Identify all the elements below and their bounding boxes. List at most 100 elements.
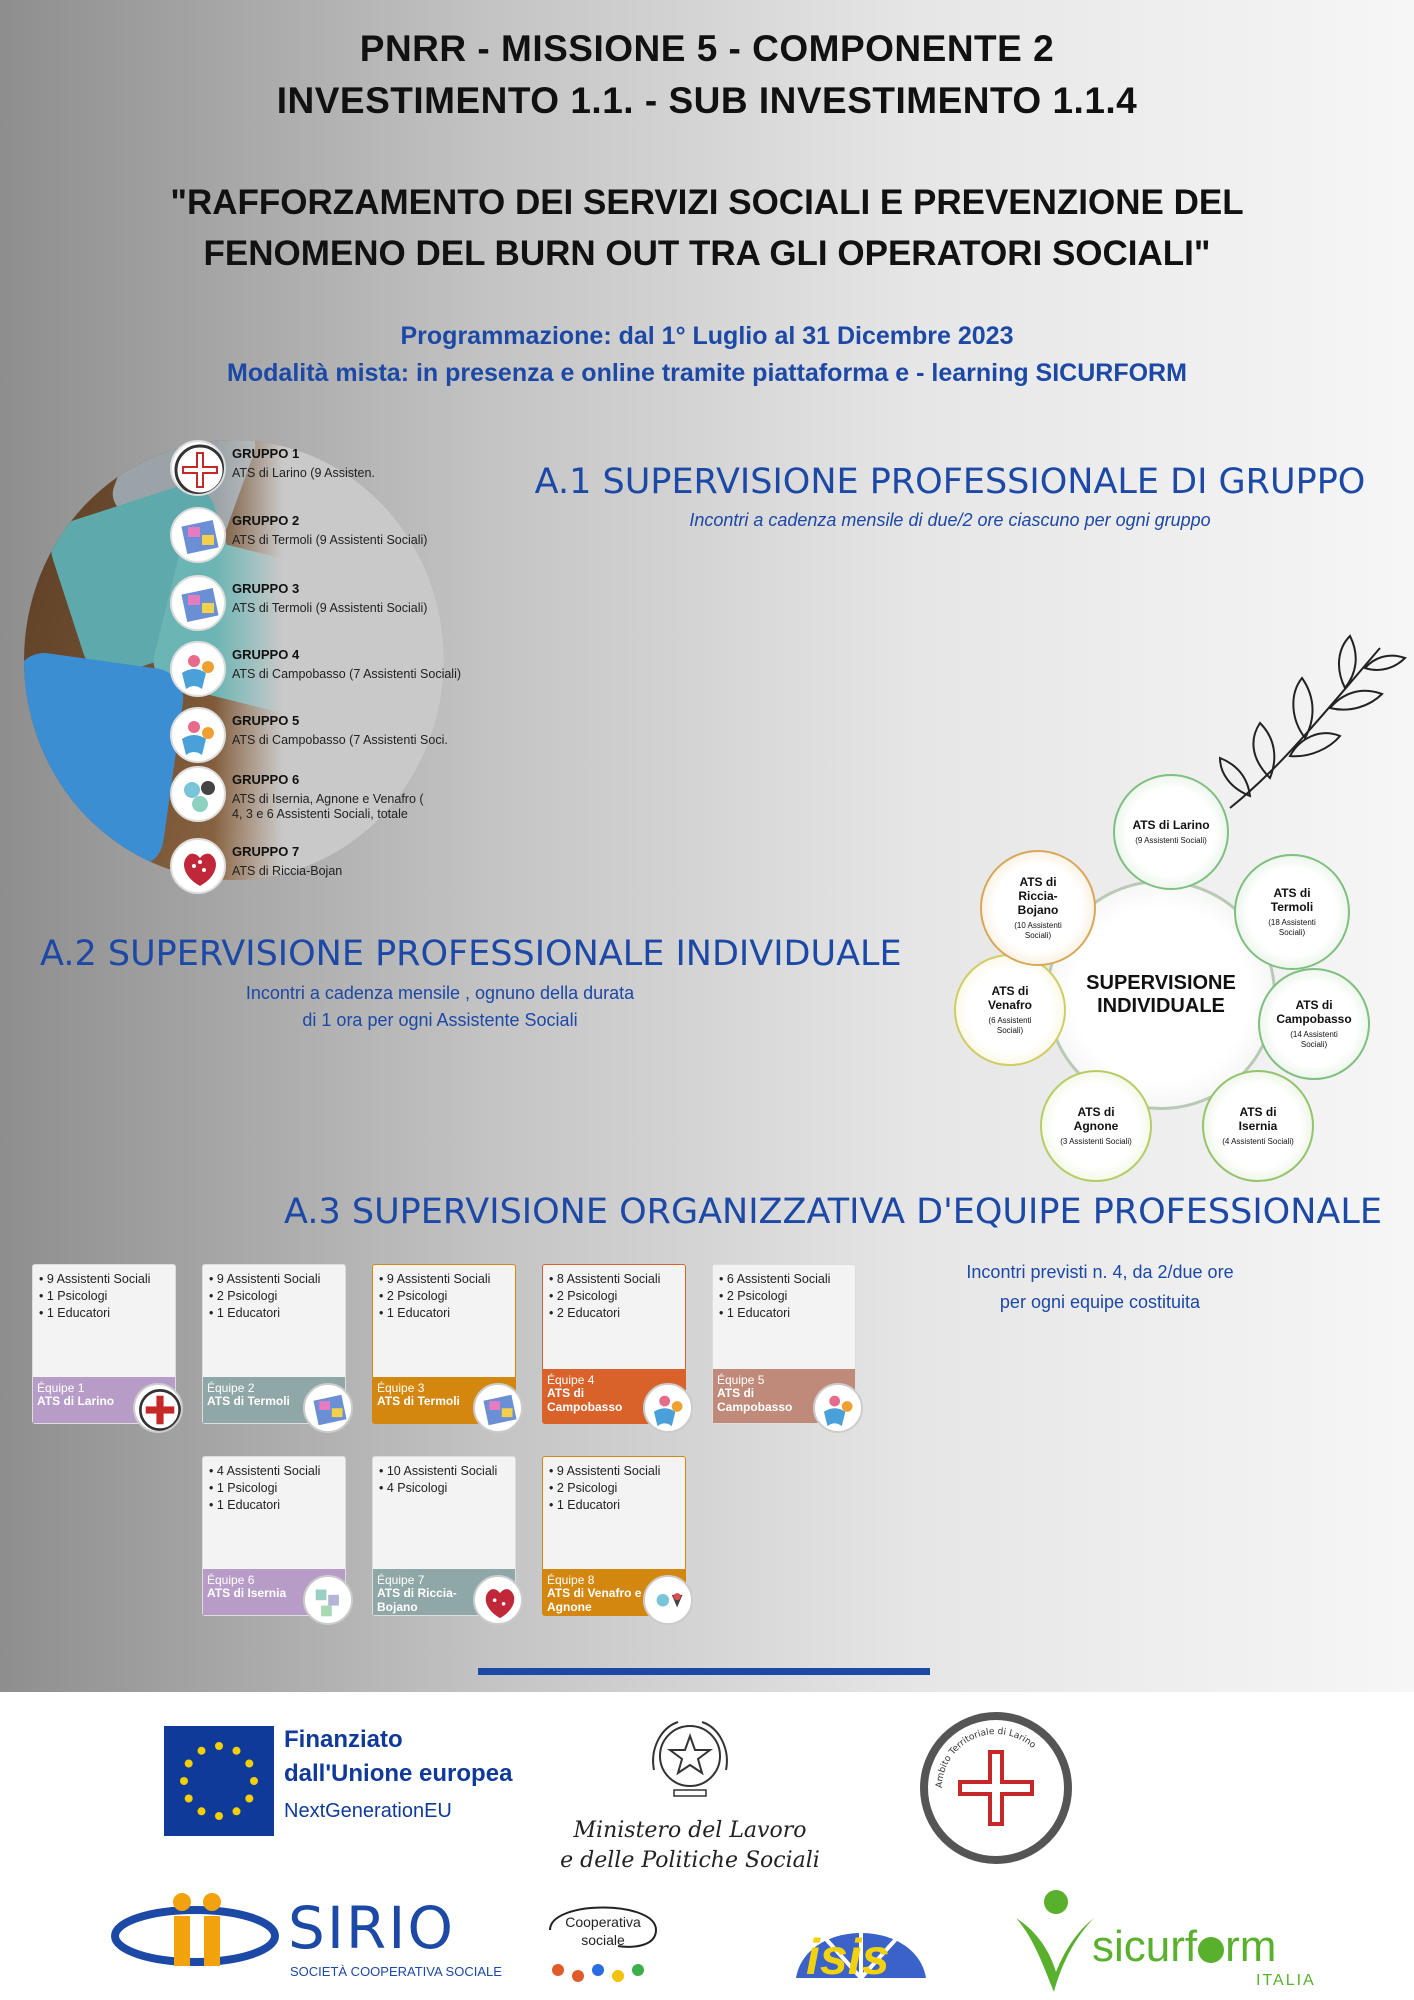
group-sub: ATS di Termoli (9 Assistenti Sociali): [232, 533, 428, 547]
cooperativa-text-2: sociale: [581, 1932, 625, 1948]
equipe-card-4: • 8 Assistenti Sociali• 2 Psicologi• 2 E…: [542, 1264, 693, 1433]
node-venafro: ATS di Venafro (6 Assistenti Sociali): [954, 954, 1066, 1066]
equipe-item: • 9 Assistenti Sociali: [549, 1464, 661, 1478]
node-name: ATS di Isernia: [1238, 1105, 1278, 1133]
equipe-list: • 6 Assistenti Sociali• 2 Psicologi• 1 E…: [719, 1271, 830, 1322]
puzzle-photo: [24, 440, 444, 880]
ats-ring-text: Ambito Territoriale di Larino: [935, 1727, 1038, 1788]
group-title: GRUPPO 3: [232, 581, 300, 596]
group-item-1: GRUPPO 1 ATS di Larino (9 Assisten.: [170, 440, 500, 502]
equipe-list: • 4 Assistenti Sociali• 1 Psicologi• 1 E…: [209, 1463, 320, 1514]
equipe-card-5: • 6 Assistenti Sociali• 2 Psicologi• 1 E…: [712, 1264, 863, 1433]
equipe-ats: ATS di Riccia-Bojano: [377, 1586, 457, 1614]
group-sub-line-1: ATS di Isernia, Agnone e Venafro (: [232, 792, 424, 806]
equipe-ats: ATS di Termoli: [207, 1394, 290, 1408]
equipe-ats: ATS di Termoli: [377, 1394, 460, 1408]
cooperativa-sociale-logo-icon: [538, 1890, 668, 1990]
equipe-item: • 2 Psicologi: [209, 1289, 278, 1303]
node-name: ATS di Riccia-Bojano: [1017, 875, 1059, 917]
isis-logo-icon: [786, 1888, 936, 1988]
node-riccia-bojano: ATS di Riccia-Bojano (10 Assistenti Soci…: [980, 850, 1096, 966]
svg-text:Ambito Territoriale di Larino: Ambito Territoriale di Larino: [935, 1727, 1038, 1788]
ats-larino-logo-icon: [133, 1383, 183, 1433]
group-title: GRUPPO 5: [232, 713, 300, 728]
group-title: GRUPPO 2: [232, 513, 300, 528]
ats-termoli-logo-icon: [170, 575, 226, 631]
equipe-label: Équipe 7: [377, 1573, 425, 1587]
equipe-item: • 2 Psicologi: [719, 1289, 788, 1303]
equipe-item: • 1 Educatori: [379, 1306, 451, 1320]
a2-subtitle-1: Incontri a cadenza mensile , ognuno dell…: [245, 983, 635, 1003]
sirio-logo-icon: [110, 1886, 280, 1980]
ats-larino-big-logo-icon: Ambito Territoriale di Larino: [920, 1712, 1072, 1864]
sicurform-text-a: sicurf: [1092, 1922, 1198, 1971]
ats-riccia-logo-icon: [170, 838, 226, 894]
equipe-list: • 9 Assistenti Sociali• 2 Psicologi• 1 E…: [379, 1271, 490, 1322]
ats-campobasso-logo-icon: [170, 707, 226, 763]
equipe-card-3: • 9 Assistenti Sociali• 2 Psicologi• 1 E…: [372, 1264, 523, 1433]
equipe-ats: ATS di Campobasso: [717, 1386, 793, 1414]
a1-subtitle: Incontri a cadenza mensile di due/2 ore …: [689, 510, 1211, 530]
eu-flag-icon: [164, 1726, 274, 1836]
node-sub: (10 Assistenti Sociali): [1014, 921, 1062, 940]
ats-campobasso-logo-icon: [813, 1383, 863, 1433]
group-sub: ATS di Campobasso (7 Assistenti Soci.: [232, 733, 448, 747]
equipe-item: • 2 Psicologi: [549, 1289, 618, 1303]
equipe-item: • 1 Educatori: [39, 1306, 111, 1320]
node-larino: ATS di Larino (9 Assistenti Sociali): [1113, 774, 1229, 890]
node-sub: (3 Assistenti Sociali): [1060, 1137, 1132, 1146]
equipe-list: • 9 Assistenti Sociali• 2 Psicologi• 1 E…: [209, 1271, 320, 1322]
cooperativa-text-1: Cooperativa: [565, 1914, 641, 1930]
group-sub: ATS di Campobasso (7 Assistenti Sociali): [232, 667, 462, 681]
group-item-6: GRUPPO 6 ATS di Isernia, Agnone e Venafr…: [170, 766, 500, 828]
ats-termoli-logo-icon: [170, 507, 226, 563]
ats-riccia-logo-icon: [473, 1575, 523, 1625]
group-sub: ATS di Larino (9 Assisten.: [232, 466, 375, 480]
node-name: ATS di Campobasso: [1276, 998, 1352, 1026]
equipe-label: Équipe 5: [717, 1373, 765, 1387]
node-name: ATS di Termoli: [1270, 886, 1314, 914]
equipe-card-7: • 10 Assistenti Sociali• 4 Psicologi Équ…: [372, 1456, 523, 1625]
programmazione-text: Programmazione: dal 1° Luglio al 31 Dice…: [400, 322, 1014, 350]
equipe-item: • 1 Educatori: [719, 1306, 791, 1320]
center-label-1: SUPERVISIONE: [1086, 972, 1236, 994]
equipe-item: • 1 Educatori: [549, 1498, 621, 1512]
divider: [478, 1668, 930, 1675]
sicurform-logo-icon: [1010, 1888, 1100, 1996]
header-line-2: INVESTIMENTO 1.1. - SUB INVESTIMENTO 1.1…: [276, 80, 1138, 121]
equipe-item: • 9 Assistenti Sociali: [209, 1272, 321, 1286]
node-name: ATS di Larino: [1132, 818, 1210, 832]
node-name: ATS di Venafro: [987, 984, 1032, 1012]
equipe-item: • 4 Psicologi: [379, 1481, 448, 1495]
equipe-item: • 2 Psicologi: [549, 1481, 618, 1495]
group-sub: ATS di Riccia-Bojan: [232, 864, 343, 878]
sirio-text: SIRIO: [288, 1894, 455, 1962]
equipe-list: • 10 Assistenti Sociali• 4 Psicologi: [379, 1463, 497, 1497]
supervisione-network-diagram: SUPERVISIONE INDIVIDUALE ATS di Larino (…: [950, 770, 1370, 1182]
equipe-card-6: • 4 Assistenti Sociali• 1 Psicologi• 1 E…: [202, 1456, 353, 1625]
a2-subtitle-2: di 1 ora per ogni Assistente Sociali: [302, 1010, 578, 1030]
group-title: GRUPPO 1: [232, 446, 300, 461]
equipe-label: Équipe 6: [207, 1573, 255, 1587]
ats-campobasso-logo-icon: [643, 1383, 693, 1433]
group-item-5: GRUPPO 5 ATS di Campobasso (7 Assistenti…: [170, 707, 500, 769]
ats-termoli-logo-icon: [303, 1383, 353, 1433]
eu-line-2: dall'Unione europea: [284, 1760, 513, 1787]
node-sub: (9 Assistenti Sociali): [1135, 836, 1207, 845]
isis-text: isis: [806, 1929, 890, 1985]
a3-subtitle-1: Incontri previsti n. 4, da 2/due ore: [966, 1262, 1234, 1282]
eu-line-3: NextGenerationEU: [284, 1800, 452, 1822]
equipe-label: Équipe 1: [37, 1381, 85, 1395]
ats-isernia-logo-icon: [170, 766, 226, 822]
equipe-ats: ATS di Campobasso: [547, 1386, 623, 1414]
node-sub: (18 Assistenti Sociali): [1268, 918, 1316, 937]
a3-subtitle-2: per ogni equipe costituita: [999, 1292, 1201, 1312]
equipe-item: • 2 Educatori: [549, 1306, 621, 1320]
equipe-label: Équipe 2: [207, 1381, 255, 1395]
ats-isernia-logo-icon: [303, 1575, 353, 1625]
equipe-label: Équipe 8: [547, 1573, 595, 1587]
a2-title: A.2 SUPERVISIONE PROFESSIONALE INDIVIDUA…: [40, 934, 902, 974]
a3-title: A.3 SUPERVISIONE ORGANIZZATIVA D'EQUIPE …: [284, 1192, 1382, 1232]
header-line-1: PNRR - MISSIONE 5 - COMPONENTE 2: [359, 28, 1055, 69]
